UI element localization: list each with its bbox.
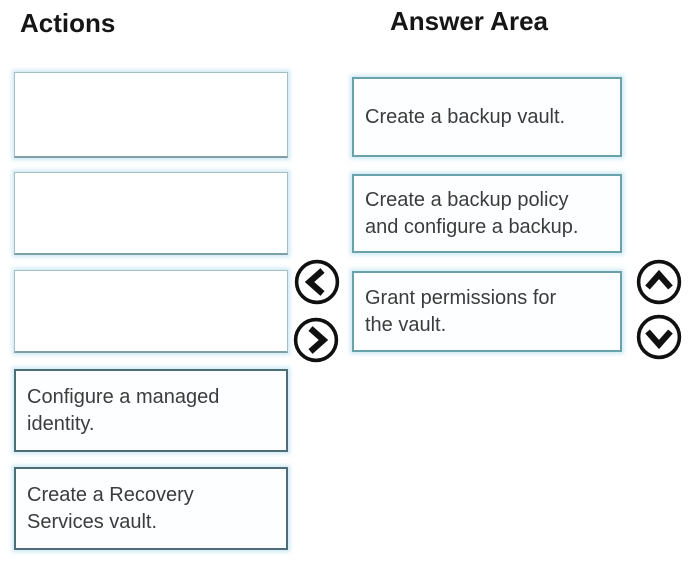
chevron-left-icon [292,257,342,307]
card-text-line: Grant permissions for [365,286,557,309]
answer-card-grant-permissions[interactable]: Grant permissions for the vault. [352,271,622,352]
move-down-button[interactable] [634,312,684,362]
card-text-line: and configure a backup. [365,215,579,238]
card-text-line: identity. [27,412,95,435]
move-left-button[interactable] [292,257,342,307]
answer-card-create-backup-vault[interactable]: Create a backup vault. [352,77,622,157]
action-card-configure-managed-identity[interactable]: Configure a managed identity. [14,369,288,452]
card-text-line: Create a backup vault. [365,105,566,128]
card-text-line: the vault. [365,313,447,336]
chevron-down-icon [634,312,684,362]
card-text-line: Create a Recovery [27,483,194,506]
chevron-up-icon [634,257,684,307]
actions-column-title: Actions [20,8,116,38]
card-text-line: Configure a managed [27,385,220,408]
actions-empty-slot-2[interactable] [14,172,288,255]
move-right-button[interactable] [291,315,341,365]
chevron-right-icon [291,315,341,365]
actions-empty-slot-1[interactable] [14,72,288,158]
move-up-button[interactable] [634,257,684,307]
card-text-line: Create a backup policy [365,188,569,211]
answer-card-create-backup-policy[interactable]: Create a backup policy and configure a b… [352,174,622,253]
action-card-create-recovery-services-vault[interactable]: Create a Recovery Services vault. [14,467,288,550]
card-text-line: Services vault. [27,510,158,533]
answer-area-title: Answer Area [390,6,548,36]
actions-empty-slot-3[interactable] [14,270,288,353]
